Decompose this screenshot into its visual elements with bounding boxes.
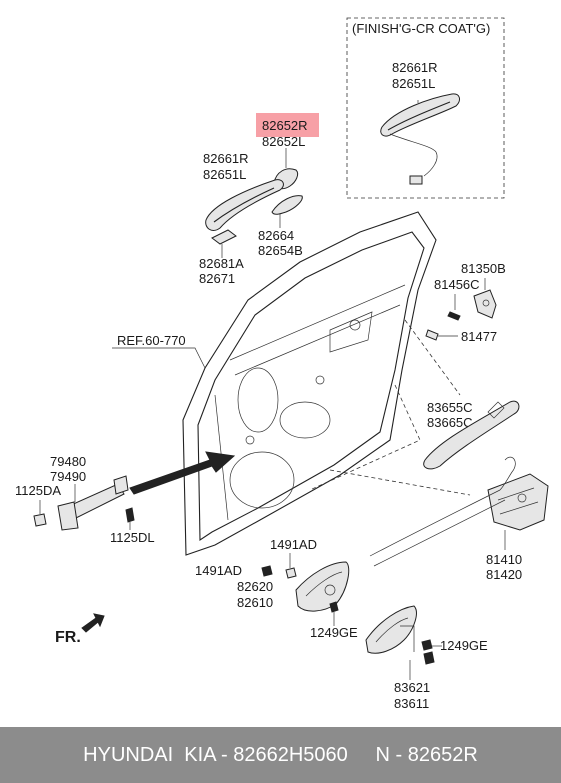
door-latch [487, 456, 549, 550]
checker-arrow [129, 451, 236, 495]
fr-arrow-icon [81, 613, 105, 633]
ref-label: REF.60-770 [117, 333, 186, 348]
highlight-82652r-label: 82652R [262, 118, 308, 133]
bolt-part [425, 329, 458, 341]
trim-b-label: 83611 [394, 696, 429, 711]
door-checker [57, 475, 129, 531]
handle-r-label: 82661R [203, 151, 249, 166]
highlight-box [256, 113, 319, 137]
bolt-lower-label: 1125DL [110, 530, 155, 545]
bolt-left-label: 1125DA [15, 483, 61, 498]
trim-a-label: 83621 [394, 680, 430, 695]
screw-c-part [447, 294, 461, 321]
bracket-part [473, 278, 497, 319]
finish-outside-handle [380, 93, 460, 185]
cable-b-label: 83665C [427, 415, 473, 430]
latch-cable-2 [373, 499, 506, 567]
screw-249-left-part [329, 601, 339, 626]
checker-b-label: 79490 [50, 469, 86, 484]
bolt-label: 81477 [461, 329, 497, 344]
cable-a-label: 83655C [427, 400, 473, 415]
clip-top-label: 1491AD [270, 537, 317, 552]
inner-b-label: 82610 [237, 595, 273, 610]
screw-249-left-label: 1249GE [310, 625, 358, 640]
door-panel [182, 211, 471, 556]
latch-a-label: 81410 [486, 552, 522, 567]
handle-cover [211, 229, 237, 258]
outside-handle-frame [423, 400, 520, 470]
bracket-label: 81350B [461, 261, 506, 276]
finish-handle-l-label: 82651L [392, 76, 435, 91]
cover-b-label: 82671 [199, 271, 235, 286]
ref-leader [112, 347, 206, 369]
inside-handle [295, 561, 350, 612]
fr-label: FR. [55, 629, 81, 646]
latch-b-label: 81420 [486, 567, 522, 582]
handle-l-label: 82651L [203, 167, 246, 182]
highlight-82652l-label: 82652L [262, 134, 305, 149]
inner-a-label: 82620 [237, 579, 273, 594]
finish-handle-r-label: 82661R [392, 60, 438, 75]
exploded-parts-diagram: (FINISH'G-CR COAT'G) 82661R 82651L 82652… [15, 17, 549, 711]
inside-trim [365, 605, 417, 654]
handle-gasket [271, 195, 303, 228]
screw-249-right-part [421, 639, 442, 651]
outside-handle [205, 179, 284, 231]
clip-left-label: 1491AD [195, 563, 242, 578]
cover-a-label: 82681A [199, 256, 244, 271]
clip-part [261, 565, 297, 579]
screw-249-right-label: 1249GE [440, 638, 488, 653]
checker-a-label: 79480 [50, 454, 86, 469]
gasket-a-label: 82664 [258, 228, 294, 243]
screw-c-label: 81456C [434, 277, 480, 292]
bolt-lower-part [125, 507, 135, 530]
gasket-b-label: 82654B [258, 243, 303, 258]
bolt-left-part [33, 500, 47, 527]
trim-clip [423, 651, 435, 665]
finish-option-box [346, 17, 505, 199]
latch-cable [369, 489, 501, 557]
finish-box-title: (FINISH'G-CR COAT'G) [352, 21, 490, 36]
footer-caption: HYUNDAI KIA - 82662H5060 N - 82652R [0, 727, 561, 783]
